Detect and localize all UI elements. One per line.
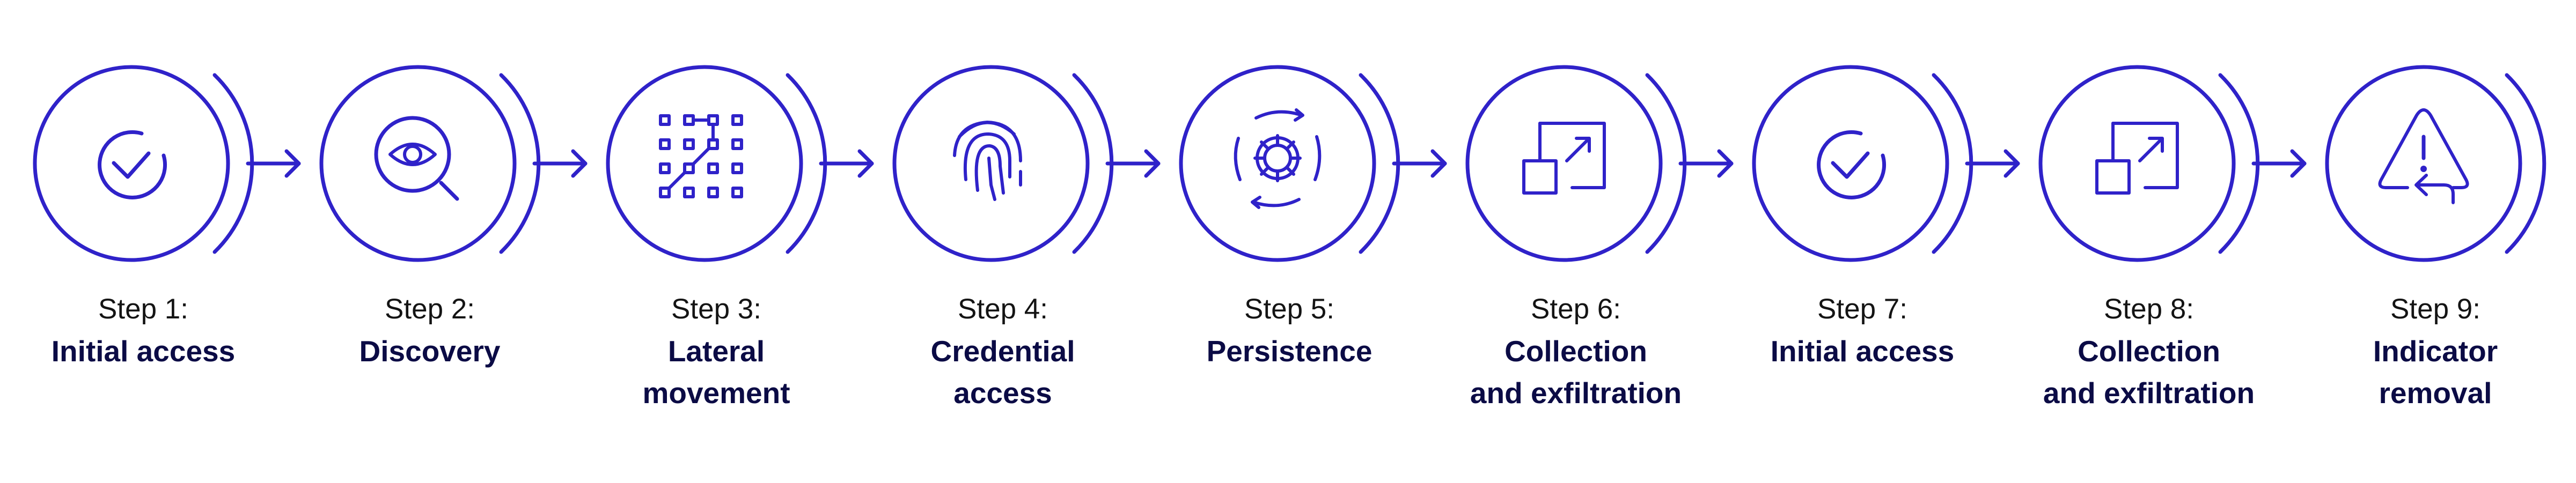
arrow-right-icon — [819, 149, 874, 178]
step-number: Step 4: — [958, 293, 1048, 325]
eye-magnifier-icon — [319, 65, 541, 262]
expand-squares-icon — [1465, 65, 1687, 262]
warning-return-icon — [2325, 65, 2546, 262]
arrow-right-icon — [1392, 149, 1447, 178]
expand-squares-icon — [2038, 65, 2260, 262]
step-label: Step 4: Credential access — [869, 288, 1137, 414]
step-title-line: Collection — [2078, 335, 2220, 368]
step-title-line: Indicator — [2373, 335, 2498, 368]
step-title-line: Initial access — [1770, 335, 1955, 368]
step-label: Step 3: Lateral movement — [582, 288, 850, 414]
step-5: Step 5: Persistence — [1146, 0, 1433, 483]
arrow-right-icon — [246, 149, 301, 178]
step-title-line: Lateral — [667, 335, 765, 368]
step-title-line: Collection — [1504, 335, 1647, 368]
arrow-right-icon — [532, 149, 588, 178]
step-2: Step 2: Discovery — [287, 0, 573, 483]
step-7: Step 7: Initial access — [1719, 0, 2006, 483]
step-8: Step 8: Collection and exfiltration — [2006, 0, 2292, 483]
arrow-right-icon — [1678, 149, 1734, 178]
step-number: Step 1: — [98, 293, 188, 325]
step-label: Step 7: Initial access — [1728, 288, 1997, 372]
gear-cycle-icon — [1179, 65, 1400, 262]
step-number: Step 7: — [1817, 293, 1907, 325]
arrow-right-icon — [1105, 149, 1161, 178]
step-label: Step 1: Initial access — [9, 288, 277, 372]
step-number: Step 2: — [385, 293, 475, 325]
step-4: Step 4: Credential access — [860, 0, 1146, 483]
step-label: Step 5: Persistence — [1155, 288, 1423, 372]
step-9: Step 9: Indicator removal — [2292, 0, 2576, 483]
step-number: Step 5: — [1244, 293, 1334, 325]
step-title-line: Discovery — [359, 335, 501, 368]
arrow-right-icon — [2251, 149, 2307, 178]
step-1: Step 1: Initial access — [0, 0, 287, 483]
step-label: Step 2: Discovery — [296, 288, 564, 372]
arrow-right-icon — [1965, 149, 2020, 178]
step-title-line: and exfiltration — [2043, 376, 2255, 410]
fingerprint-icon — [892, 65, 1114, 262]
step-title-line: Credential — [930, 335, 1075, 368]
step-title-line: Persistence — [1206, 335, 1373, 368]
step-title-line: removal — [2379, 376, 2492, 410]
step-label: Step 9: Indicator removal — [2301, 288, 2570, 414]
step-3: Step 3: Lateral movement — [573, 0, 860, 483]
step-label: Step 8: Collection and exfiltration — [2015, 288, 2283, 414]
step-label: Step 6: Collection and exfiltration — [1442, 288, 1710, 414]
check-circle-icon — [1752, 65, 1973, 262]
check-circle-icon — [33, 65, 254, 262]
step-number: Step 3: — [671, 293, 761, 325]
step-number: Step 9: — [2390, 293, 2480, 325]
step-6: Step 6: Collection and exfiltration — [1433, 0, 1719, 483]
step-title-line: movement — [642, 376, 790, 410]
step-title-line: and exfiltration — [1470, 376, 1682, 410]
step-number: Step 8: — [2104, 293, 2194, 325]
step-number: Step 6: — [1531, 293, 1621, 325]
network-grid-icon — [606, 65, 827, 262]
step-title-line: access — [953, 376, 1052, 410]
step-title-line: Initial access — [51, 335, 236, 368]
